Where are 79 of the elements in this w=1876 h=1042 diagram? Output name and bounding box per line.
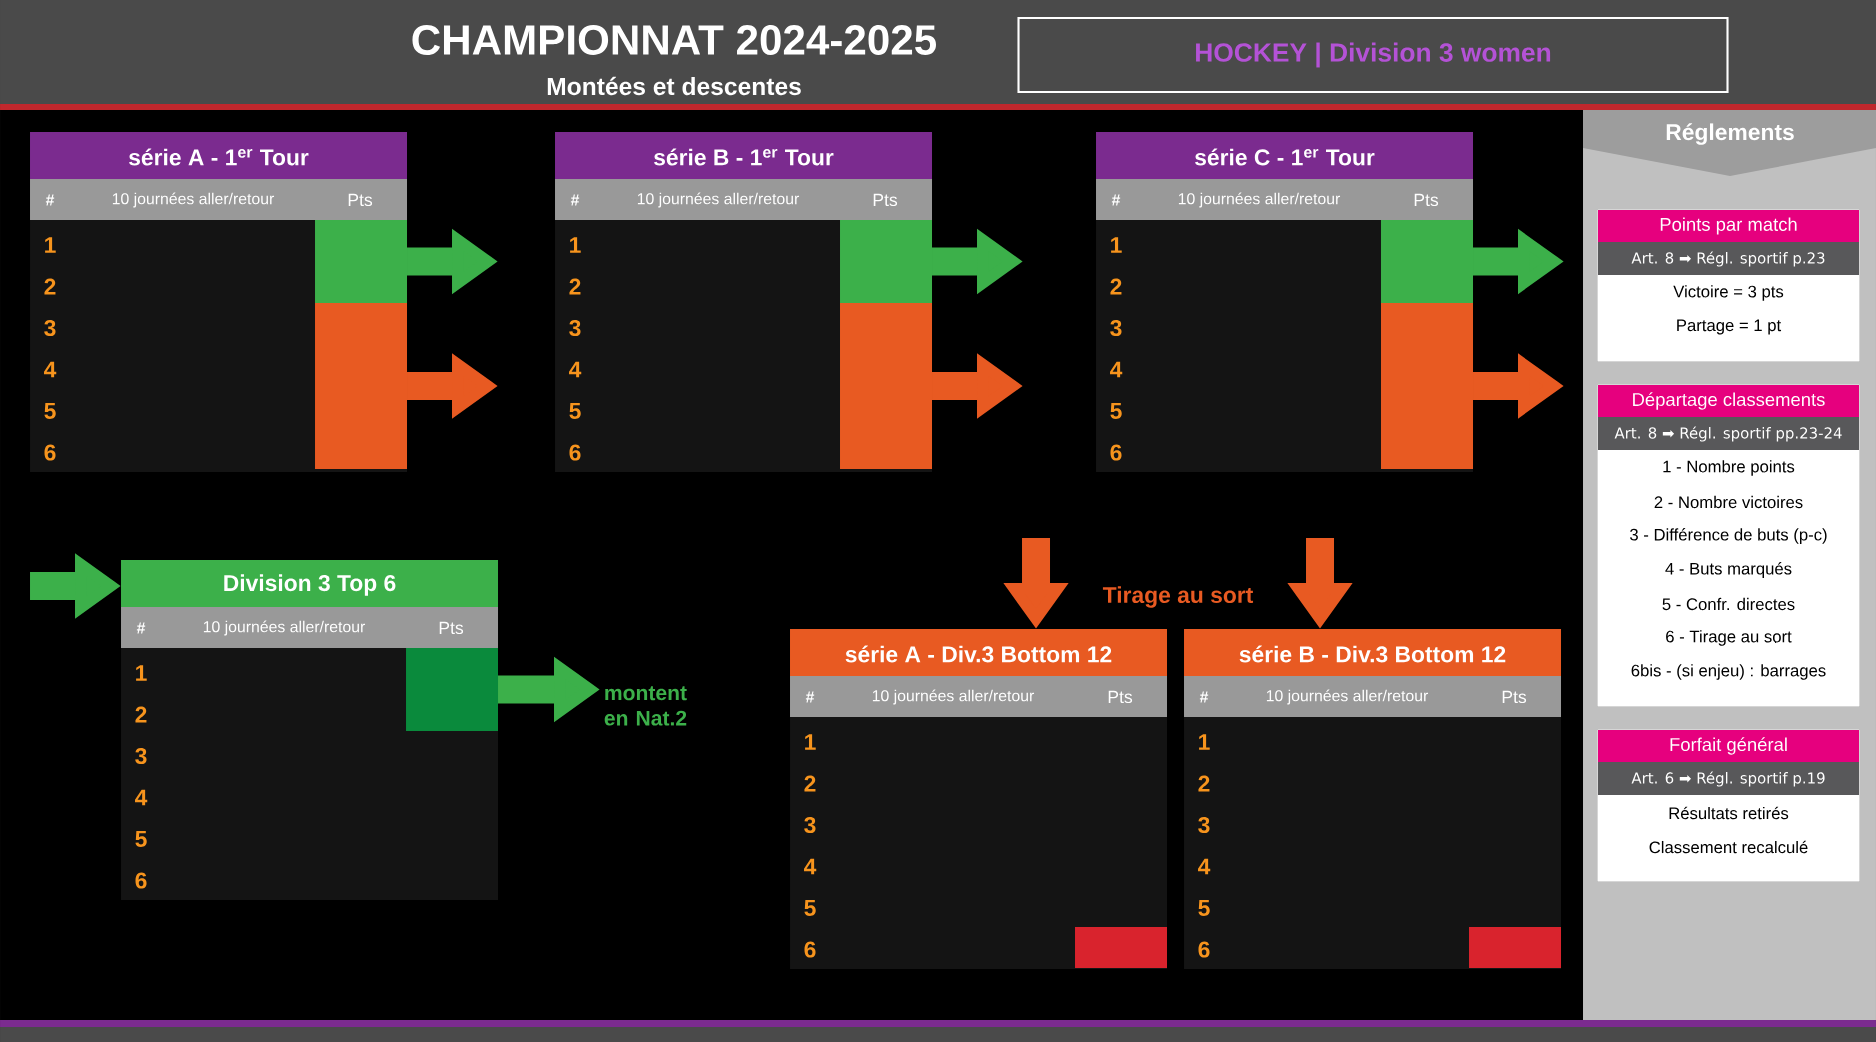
rank-number: 6: [804, 941, 816, 958]
rank-number: 1: [1199, 734, 1210, 750]
rule-text: Partage = 1 pt: [1677, 319, 1782, 335]
points-bar: [1381, 303, 1473, 469]
points-bar: [840, 220, 932, 303]
rank-number: 3: [135, 747, 147, 765]
rank-number: 4: [135, 789, 148, 806]
rule-text: Résultats retirés: [1669, 806, 1789, 820]
column-header-row: # 10 journées aller/retour Pts: [1096, 179, 1473, 220]
rule-text: 3 - Différence de buts (p-c): [1630, 528, 1827, 544]
rank-number: 4: [804, 858, 817, 875]
rank-number: 3: [1110, 319, 1122, 337]
table-header: série B - 1$^{er}$ Tour: [555, 132, 932, 179]
reference-bar: Art. 6 ➡ Régl. sportif p.19: [1598, 762, 1859, 795]
rank-number: 6: [1110, 444, 1122, 461]
division-banner: HOCKEY | Division 3 women: [1017, 16, 1729, 94]
rank-number: 5: [1110, 403, 1122, 419]
rank-number: 1: [805, 734, 816, 750]
rank-number: 6: [1198, 941, 1210, 958]
rank-number: 3: [44, 319, 56, 337]
rule-text: 4 - Buts marqués: [1665, 562, 1792, 578]
rule-text: 1 - Nombre points: [1663, 460, 1795, 476]
points-bar: [406, 648, 498, 731]
subtitle: Montées et descentes: [547, 76, 801, 96]
points-bar: [315, 303, 407, 469]
table-header: série C - 1$^{er}$ Tour: [1096, 132, 1473, 179]
rank-number: 3: [569, 319, 581, 337]
rank-number: 4: [1198, 858, 1211, 875]
rank-number: 5: [135, 831, 147, 847]
rank-number: 5: [44, 403, 56, 419]
rank-number: 2: [135, 706, 147, 723]
rank-number: 2: [1110, 278, 1122, 295]
rank-number: 1: [136, 665, 147, 681]
table-header: série A - 1$^{er}$ Tour: [30, 132, 407, 179]
reference-bar: Art. 8 ➡ Régl. sportif p.23: [1598, 242, 1859, 275]
column-header-row: # 10 journées aller/retour Pts: [555, 179, 932, 220]
rank-number: 1: [45, 237, 56, 253]
table-header: série B - Div.3 Bottom 12: [1184, 629, 1561, 676]
rank-number: 4: [44, 361, 57, 378]
rank-number: 5: [569, 403, 581, 419]
column-header-row: # 10 journées aller/retour Pts: [1184, 676, 1561, 717]
column-header-row: # 10 journées aller/retour Pts: [30, 179, 407, 220]
rank-number: 2: [569, 278, 581, 295]
rank-number: 6: [569, 444, 581, 461]
points-bar: [1075, 927, 1167, 968]
rank-number: 1: [570, 237, 581, 253]
rank-number: 6: [135, 872, 147, 889]
card-header: Points par match: [1598, 210, 1859, 242]
reference-bar: Art. 8 ➡ Régl. sportif pp.23-24: [1598, 417, 1859, 450]
card-header: Départage classements: [1598, 385, 1859, 417]
rank-number: 1: [1111, 237, 1122, 253]
rank-number: 5: [804, 900, 816, 916]
rank-number: 2: [1198, 775, 1210, 792]
rule-text: Victoire = 3 pts: [1673, 285, 1784, 301]
rank-number: 2: [804, 775, 816, 792]
points-bar: [315, 220, 407, 303]
note: Tirage au sort: [1102, 586, 1254, 608]
column-header-row: # 10 journées aller/retour Pts: [790, 676, 1167, 717]
rank-number: 2: [44, 278, 56, 295]
column-header-row: # 10 journées aller/retour Pts: [121, 607, 498, 648]
points-bar: [840, 303, 932, 469]
points-bar: [1469, 927, 1561, 968]
rule-text: 5 - Confr. directes: [1662, 597, 1795, 611]
rule-text: 6 - Tirage au sort: [1666, 630, 1792, 646]
table-header: série A - Div.3 Bottom 12: [790, 629, 1167, 676]
rank-number: 3: [1198, 816, 1210, 834]
rule-text: Classement recalculé: [1649, 840, 1808, 854]
rank-number: 4: [569, 361, 582, 378]
table-header: Division 3 Top 6: [121, 560, 498, 607]
rank-number: 3: [804, 816, 816, 834]
points-bar: [1381, 220, 1473, 303]
rank-number: 4: [1110, 361, 1123, 378]
rule-text: 6bis - (si enjeu) : barrages: [1631, 664, 1826, 680]
card-header: Forfait général: [1598, 730, 1859, 762]
title: CHAMPIONNAT 2024-2025: [412, 25, 936, 55]
rank-number: 5: [1198, 900, 1210, 916]
result-note: montent en Nat.2: [604, 686, 687, 726]
rule-text: 2 - Nombre victoires: [1654, 495, 1803, 509]
rank-number: 6: [44, 444, 56, 461]
